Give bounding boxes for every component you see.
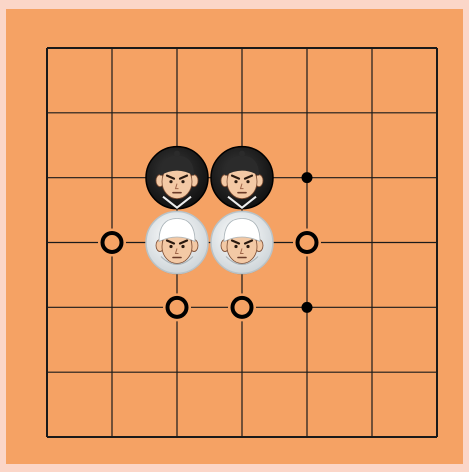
white-warrior-piece-icon[interactable] <box>146 212 208 275</box>
move-marker[interactable] <box>163 293 191 321</box>
black-warrior-piece-icon[interactable] <box>211 147 273 210</box>
move-marker[interactable] <box>228 293 256 321</box>
black-warrior-piece-icon[interactable] <box>146 147 208 210</box>
right-eye <box>246 180 249 183</box>
topknot <box>239 151 245 157</box>
left-eye <box>169 180 172 183</box>
move-marker[interactable] <box>293 229 321 257</box>
right-eye <box>181 180 184 183</box>
left-eye <box>234 180 237 183</box>
dot-icon <box>302 302 313 313</box>
left-eye <box>169 245 172 248</box>
right-eye <box>181 245 184 248</box>
right-eye <box>246 245 249 248</box>
move-marker[interactable] <box>98 229 126 257</box>
piece-layer[interactable] <box>146 147 273 275</box>
left-eye <box>234 245 237 248</box>
dot-icon <box>302 172 313 183</box>
topknot <box>174 151 180 157</box>
white-warrior-piece-icon[interactable] <box>211 212 273 275</box>
